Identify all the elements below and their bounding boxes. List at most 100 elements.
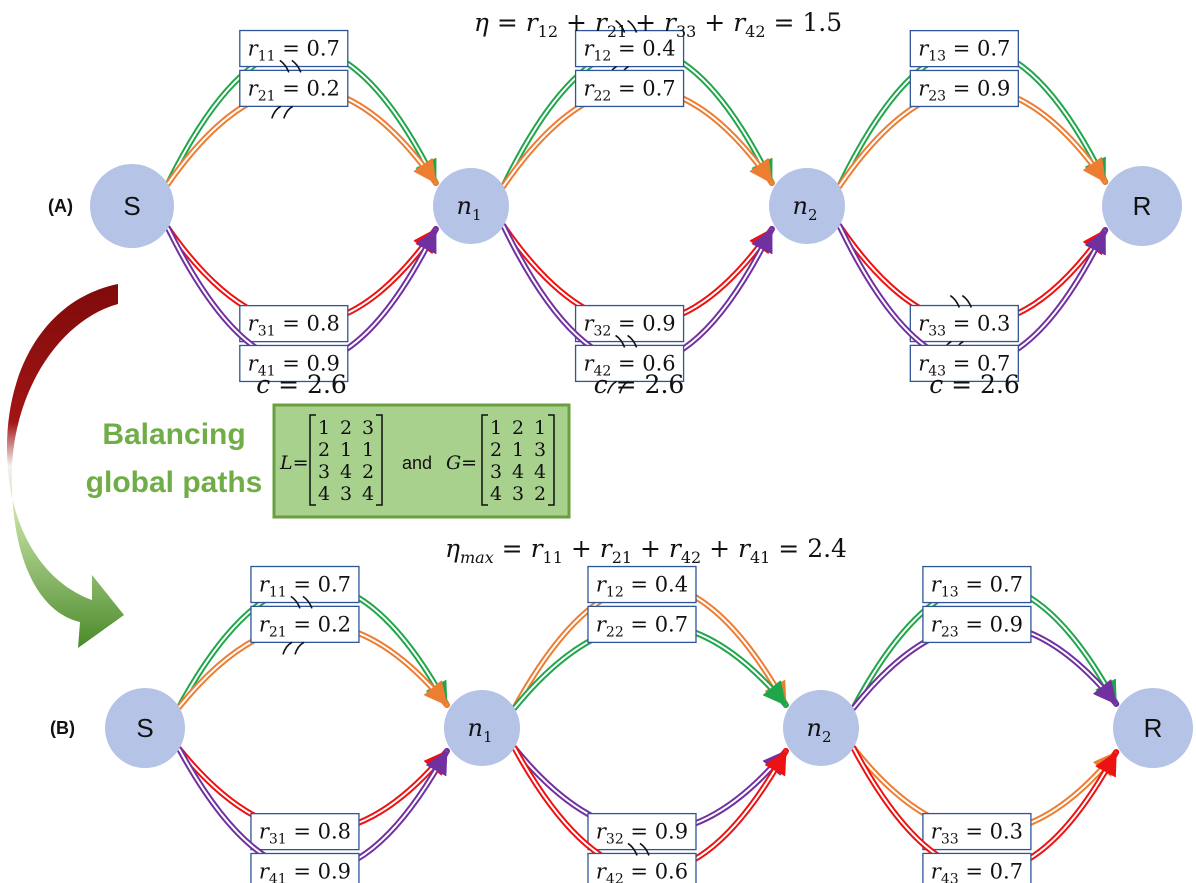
matrix-cell: 4 (534, 461, 546, 483)
rate-label-box (909, 304, 1019, 343)
rate-label-text: r12 = 0.4 (583, 37, 675, 65)
node-label: n2 (792, 192, 817, 224)
rate-label-box (922, 605, 1032, 644)
rate-label: r42 = 0.6 (574, 334, 685, 394)
node-label: R (1133, 191, 1152, 221)
rate-label: r13 = 0.7 (922, 565, 1032, 604)
rate-label: r11 = 0.7 (250, 565, 360, 604)
rate-label-box (250, 812, 360, 851)
node-label: R (1144, 713, 1163, 743)
rate-label: r23 = 0.9 (922, 605, 1032, 644)
balancing-label-line1: Balancing (102, 418, 245, 451)
rate-label: r22 = 0.7 (587, 605, 697, 644)
rate-label: r41 = 0.9 (250, 852, 360, 883)
matrix-cell: 3 (318, 461, 330, 483)
rate-label: r33 = 0.3 (909, 294, 1019, 354)
matrix-g-label: G= (446, 452, 477, 474)
rate-label: r22 = 0.7 (574, 69, 685, 108)
rate-label: r42 = 0.6 (587, 842, 697, 883)
rate-label-text: r32 = 0.9 (583, 312, 675, 340)
path-edge (500, 45, 775, 190)
rate-label: r43 = 0.7 (922, 852, 1032, 883)
rate-label-text: r13 = 0.7 (918, 37, 1010, 65)
rate-label-text: r33 = 0.3 (931, 820, 1023, 848)
matrix-l-label: L= (279, 452, 309, 474)
node-n2: n2 (769, 168, 845, 244)
rate-label-text: r42 = 0.6 (583, 351, 675, 379)
rate-label-box (574, 344, 685, 383)
matrix-cell: 1 (318, 417, 330, 439)
panel-label: (A) (48, 196, 73, 216)
rate-label: r32 = 0.9 (587, 812, 697, 851)
node-r: R (1113, 688, 1193, 768)
rate-label-box (909, 29, 1019, 68)
rate-label-text: r21 = 0.2 (248, 76, 340, 104)
matrix-cell: 3 (362, 417, 374, 439)
capacity-label: c = 2.6 (256, 370, 347, 399)
rate-label-text: r11 = 0.7 (248, 37, 340, 65)
rate-label: r23 = 0.9 (909, 69, 1019, 108)
matrix-bracket-right (376, 414, 383, 506)
matrix-and-label: and (402, 453, 432, 473)
rate-label: r31 = 0.8 (239, 304, 349, 343)
rate-label-text: r23 = 0.9 (931, 612, 1023, 640)
rate-label-text: r22 = 0.7 (583, 76, 675, 104)
rate-label: r11 = 0.7 (239, 29, 349, 68)
matrix-cell: 2 (318, 439, 330, 461)
matrix-cell: 4 (512, 461, 524, 483)
rate-label-box (587, 565, 697, 604)
node-label: n2 (806, 714, 831, 746)
capacity-label: c = 2.6 (594, 370, 685, 399)
matrix-cell: 3 (534, 439, 546, 461)
marked-link-icon (282, 595, 313, 655)
node-r: R (1102, 166, 1182, 246)
matrix-cell: 2 (512, 417, 524, 439)
matrix-cell: 1 (340, 439, 352, 461)
rate-label-box (922, 852, 1032, 883)
rate-label-box (587, 605, 697, 644)
rate-label-box (239, 304, 349, 343)
matrix-cell: 3 (340, 483, 352, 505)
rate-label-box (574, 69, 685, 108)
rate-label-text: r13 = 0.7 (931, 573, 1023, 601)
matrix-cell: 1 (534, 417, 546, 439)
rate-label-box (909, 69, 1019, 108)
rate-label-text: r31 = 0.8 (259, 820, 351, 848)
rate-label-box (574, 304, 685, 343)
matrix-cell: 2 (362, 461, 374, 483)
rate-label-box (239, 29, 349, 68)
rate-label-text: r41 = 0.9 (259, 859, 351, 883)
matrix-cell: 4 (318, 483, 330, 505)
path-edge (500, 222, 775, 367)
matrix-cell: 4 (362, 483, 374, 505)
rate-label-box (922, 565, 1032, 604)
rate-label-text: r11 = 0.7 (259, 573, 351, 601)
rate-label: r43 = 0.7 (909, 344, 1019, 383)
balancing-label-line2: global paths (86, 466, 263, 499)
matrix-cell: 1 (362, 439, 374, 461)
rate-label: r12 = 0.4 (574, 19, 685, 79)
rate-label: r41 = 0.9 (239, 344, 349, 383)
rate-label-box (574, 29, 685, 68)
rate-label-text: r23 = 0.9 (918, 76, 1010, 104)
matrix-cell: 2 (534, 483, 546, 505)
node-label: n1 (467, 714, 492, 746)
matrix-cell: 1 (490, 417, 502, 439)
marked-link-icon (627, 842, 650, 856)
panel-label: (B) (50, 718, 75, 738)
path-edge (164, 45, 439, 188)
matrix-bracket-left (481, 414, 488, 506)
rate-label-box (922, 812, 1032, 851)
matrix-cell: 2 (340, 417, 352, 439)
matrix-cell: 2 (490, 439, 502, 461)
matrix-cell: 4 (490, 483, 502, 505)
node-label: S (123, 191, 140, 221)
transition-arrow (6, 284, 124, 648)
rate-label: r31 = 0.8 (250, 812, 360, 851)
node-label: n1 (456, 192, 481, 224)
node-label: S (136, 713, 153, 743)
